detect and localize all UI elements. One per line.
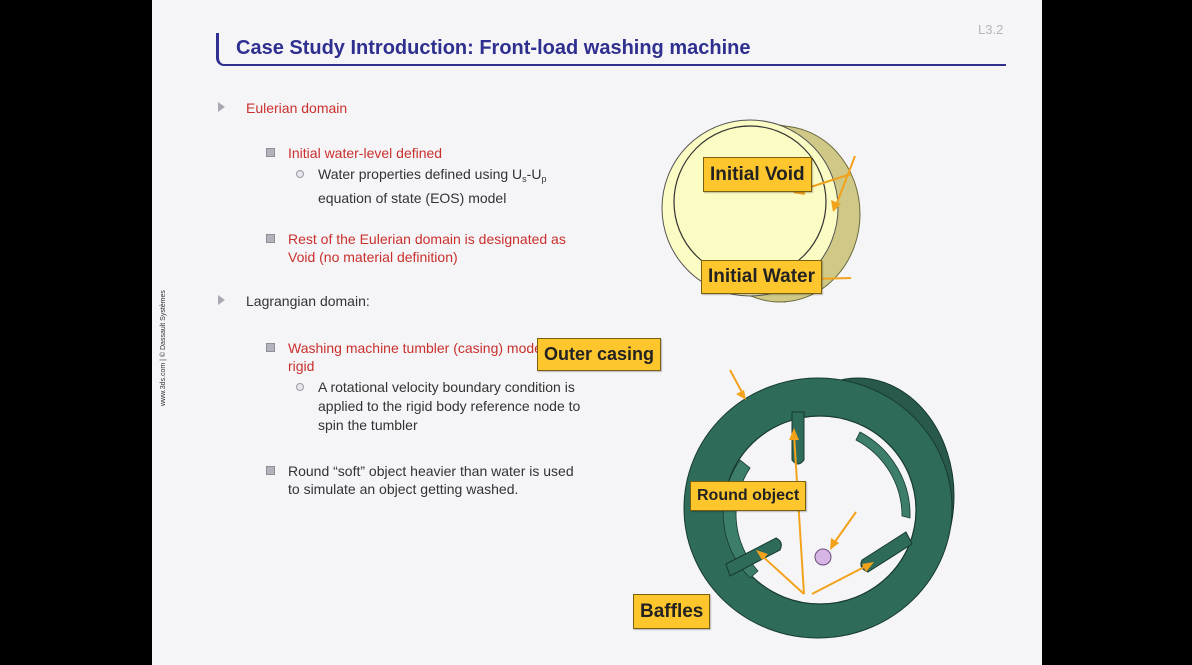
- square-bullet-icon: [266, 234, 275, 243]
- square-bullet-icon: [266, 466, 275, 475]
- page-number: L3.2: [978, 22, 1004, 37]
- title-underline: [216, 33, 1006, 66]
- circle-bullet-icon: [296, 170, 304, 178]
- circle-bullet-icon: [296, 383, 304, 391]
- triangle-bullet-icon: [218, 295, 225, 305]
- slide: L3.2 Case Study Introduction: Front-load…: [152, 0, 1042, 665]
- bullet-eulerian-domain: Eulerian domain: [218, 100, 347, 116]
- side-credit: www.3ds.com | © Dassault Systèmes: [160, 262, 170, 412]
- baffle-left: [725, 537, 782, 577]
- drum-inner-circle: [673, 125, 827, 279]
- eos-line-2: equation of state (EOS) model: [318, 190, 507, 206]
- bullet-initial-water-level: Initial water-level defined: [266, 144, 442, 162]
- callout-outer-casing: Outer casing: [537, 338, 662, 371]
- bullet-soft-object: Round “soft” object heavier than water i…: [266, 462, 574, 498]
- tumbler-casing-figure: [683, 369, 955, 639]
- eos-line-1: Water properties defined using Us-Up: [318, 166, 547, 184]
- bullet-water-properties: Water properties defined using Us-Up equ…: [296, 165, 547, 208]
- callout-initial-void: Initial Void: [703, 157, 812, 192]
- bullet-tumbler: Washing machine tumbler (casing) modeled…: [266, 339, 579, 375]
- baffle-right: [860, 531, 913, 573]
- bullet-rotational-velocity: A rotational velocity boundary condition…: [296, 378, 580, 435]
- bullet-rest-eulerian: Rest of the Eulerian domain is designate…: [266, 230, 566, 266]
- triangle-bullet-icon: [218, 102, 225, 112]
- callout-baffles: Baffles: [633, 594, 711, 629]
- callout-initial-water: Initial Water: [701, 260, 822, 294]
- callout-round-object: Round object: [690, 481, 807, 511]
- square-bullet-icon: [266, 343, 275, 352]
- square-bullet-icon: [266, 148, 275, 157]
- round-object: [814, 548, 832, 566]
- slide-title: Case Study Introduction: Front-load wash…: [236, 37, 751, 59]
- bullet-lagrangian-domain: Lagrangian domain:: [218, 293, 370, 309]
- side-credit-text: www.3ds.com | © Dassault Systèmes: [160, 290, 167, 406]
